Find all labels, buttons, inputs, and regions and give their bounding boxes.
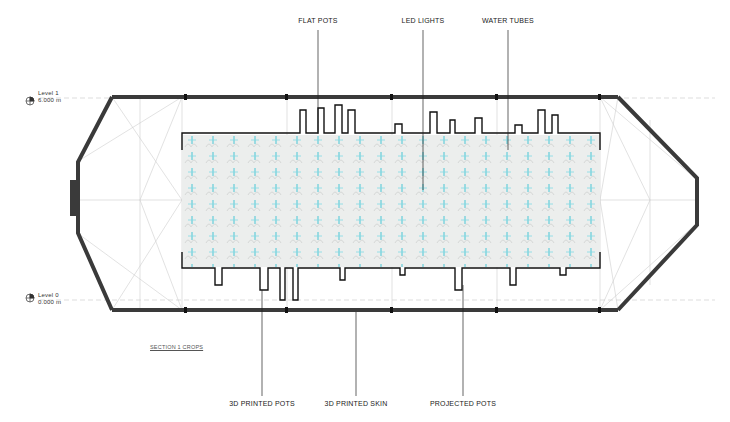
callout-label: Level 1 xyxy=(38,90,59,97)
callout-label: FLAT POTS xyxy=(298,17,337,25)
callout-label: PROJECTED POTS xyxy=(430,400,496,408)
callout-label: Level 0 xyxy=(38,292,59,299)
callout-label: WATER TUBES xyxy=(482,17,534,25)
callout-label: SECTION 1 CROPS xyxy=(150,344,203,350)
callout-label: 3D PRINTED POTS xyxy=(229,400,295,408)
callout-label: 6.000 m xyxy=(38,97,61,104)
callout-label: LED LIGHTS xyxy=(402,17,445,25)
callout-label: 3D PRINTED SKIN xyxy=(325,400,388,408)
callout-label: 0.000 m xyxy=(38,299,61,306)
